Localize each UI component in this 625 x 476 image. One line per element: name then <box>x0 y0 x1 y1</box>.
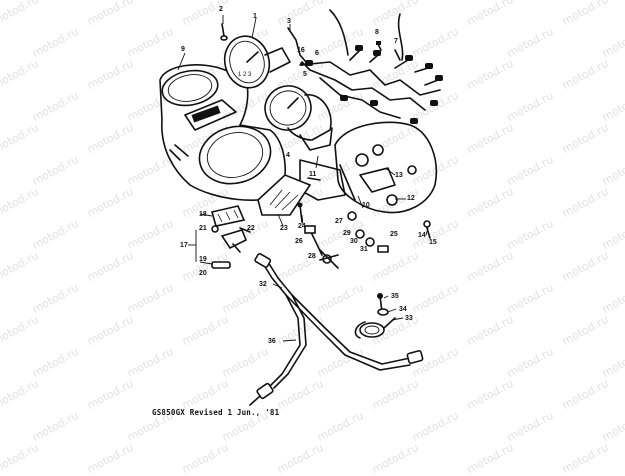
part-number-label: 29 <box>343 230 351 237</box>
svg-text:1 2 3: 1 2 3 <box>238 72 252 78</box>
diagram-caption: GS850GX Revised 1 Jun., '81 <box>152 408 280 417</box>
part-number-label: 18 <box>199 211 207 218</box>
part-number-label: 26 <box>295 238 303 245</box>
part-number-label: 16 <box>297 47 305 54</box>
part-number-label: 5 <box>303 71 307 78</box>
leader-lines <box>177 15 429 342</box>
part-number-label: 2 <box>219 6 223 13</box>
part-number-label: 33 <box>405 315 413 322</box>
lamp-socket-assembly <box>210 205 251 269</box>
meter-cables <box>249 252 424 406</box>
part-number-label: 24 <box>298 223 306 230</box>
tachometer: 1 2 3 <box>223 35 291 89</box>
part-number-label: 8 <box>375 29 379 36</box>
mount-plate <box>257 174 312 216</box>
part-number-label: 31 <box>360 246 368 253</box>
part-number-label: 36 <box>268 338 276 345</box>
part-number-label: 11 <box>309 171 317 178</box>
meter-housing <box>159 64 286 201</box>
part-number-label: 3 <box>287 18 291 25</box>
part-number-label: 12 <box>407 195 415 202</box>
wiring-harness <box>299 9 443 124</box>
part-number-label: 35 <box>391 293 399 300</box>
part-number-label: 4 <box>286 152 290 159</box>
part-number-label: 1 <box>253 13 257 20</box>
part-number-label: 19 <box>199 256 207 263</box>
indicator-lower-case <box>334 121 437 214</box>
part-number-label: 20 <box>199 270 207 277</box>
part-number-label: 9 <box>181 46 185 53</box>
part-number-label: 13 <box>395 172 403 179</box>
cable-clamp-set <box>354 293 396 339</box>
part-number-label: 34 <box>399 306 407 313</box>
part-number-label: 28 <box>308 253 316 260</box>
part-number-label: 14 <box>418 232 426 239</box>
part-number-label: 6 <box>315 50 319 57</box>
speedometer <box>264 85 333 151</box>
part-number-label: 25 <box>390 231 398 238</box>
fastener-set <box>297 202 431 269</box>
part-number-label: 30 <box>350 238 358 245</box>
part-number-label: 7 <box>394 38 398 45</box>
part-number-label: 10 <box>362 202 370 209</box>
part-number-label: 17 <box>180 242 188 249</box>
part-number-label: 23 <box>280 225 288 232</box>
part-number-label: 15 <box>429 239 437 246</box>
part-number-label: 27 <box>335 218 343 225</box>
top-small-parts <box>220 23 401 71</box>
part-number-label: 32 <box>259 281 267 288</box>
part-number-label: 22 <box>247 225 255 232</box>
part-number-label: 21 <box>199 225 207 232</box>
